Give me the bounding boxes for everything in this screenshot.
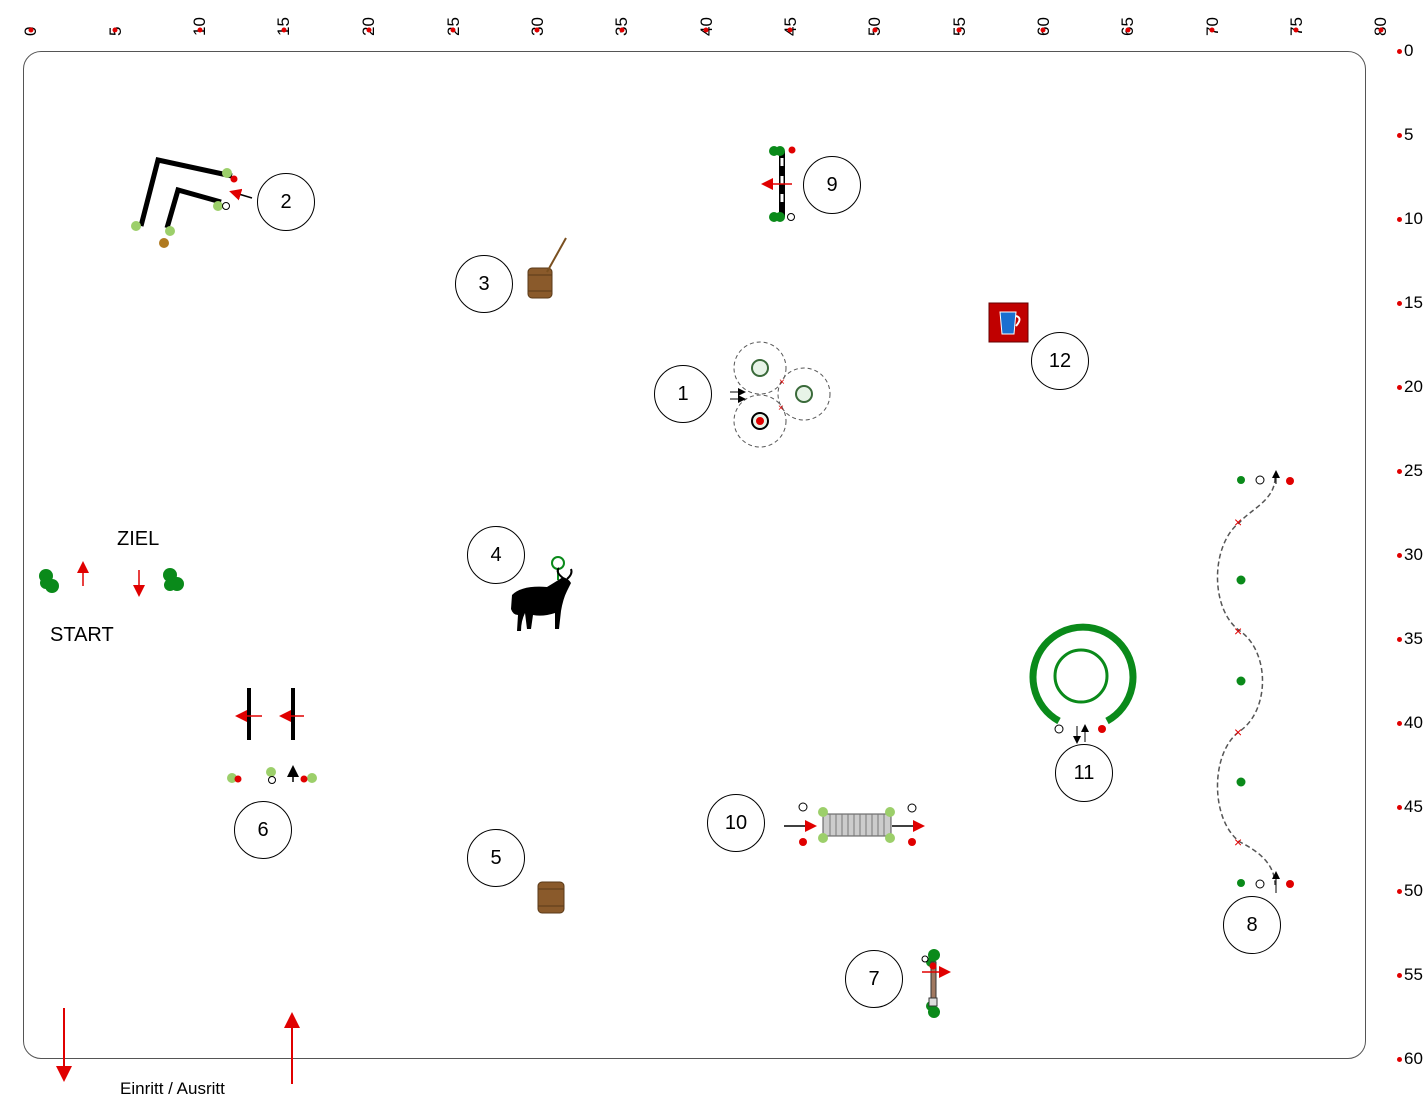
obstacle-number-7: 7 bbox=[845, 950, 903, 1008]
obstacle-number-3: 3 bbox=[455, 255, 513, 313]
arena-boundary bbox=[23, 51, 1366, 1059]
y-tick: 60 bbox=[1397, 1049, 1423, 1069]
obstacle-number-5: 5 bbox=[467, 829, 525, 887]
obstacle-8-slalom: × × × × bbox=[1216, 470, 1294, 893]
y-tick: 40 bbox=[1397, 713, 1423, 733]
y-tick: 25 bbox=[1397, 461, 1423, 481]
obstacle-1-clover: × × bbox=[730, 341, 831, 448]
svg-text:×: × bbox=[1234, 514, 1242, 530]
y-tick: 20 bbox=[1397, 377, 1423, 397]
svg-text:×: × bbox=[778, 403, 784, 414]
obstacle-9-gate bbox=[761, 146, 796, 222]
y-tick: 10 bbox=[1397, 209, 1423, 229]
y-tick: 15 bbox=[1397, 293, 1423, 313]
finish-label: ZIEL bbox=[117, 528, 160, 550]
y-tick: 50 bbox=[1397, 881, 1423, 901]
obstacle-7-gate bbox=[921, 949, 951, 1018]
entrance-label: Einritt / Ausritt bbox=[120, 1079, 225, 1098]
obstacle-3-barrel-pole bbox=[527, 237, 567, 299]
obstacle-number-6: 6 bbox=[234, 801, 292, 859]
obstacle-number-10: 10 bbox=[707, 794, 765, 852]
start-label: START bbox=[50, 624, 114, 646]
y-tick: 35 bbox=[1397, 629, 1423, 649]
obstacle-10-bridge bbox=[784, 802, 925, 846]
obstacle-5-barrel bbox=[537, 881, 565, 914]
svg-text:×: × bbox=[1234, 834, 1242, 850]
svg-text:×: × bbox=[1234, 724, 1242, 740]
obstacle-number-11: 11 bbox=[1055, 744, 1113, 802]
obstacle-number-1: 1 bbox=[654, 365, 712, 423]
y-tick: 0 bbox=[1397, 41, 1413, 61]
obstacle-number-12: 12 bbox=[1031, 332, 1089, 390]
y-tick: 5 bbox=[1397, 125, 1413, 145]
y-tick: 55 bbox=[1397, 965, 1423, 985]
obstacle-number-4: 4 bbox=[467, 526, 525, 584]
obstacle-number-8: 8 bbox=[1223, 896, 1281, 954]
obstacle-number-9: 9 bbox=[803, 156, 861, 214]
obstacle-6-rails bbox=[227, 688, 317, 784]
obstacle-4-bull bbox=[511, 556, 573, 631]
svg-text:×: × bbox=[779, 377, 785, 388]
svg-text:×: × bbox=[1234, 623, 1242, 639]
y-tick: 45 bbox=[1397, 797, 1423, 817]
obstacle-2-rails bbox=[131, 157, 253, 248]
entrance-arrows bbox=[56, 1008, 300, 1084]
start-finish-line bbox=[39, 561, 184, 597]
obstacle-number-2: 2 bbox=[257, 173, 315, 231]
y-tick: 30 bbox=[1397, 545, 1423, 565]
obstacle-12-jug bbox=[988, 302, 1029, 343]
obstacle-11-circle bbox=[1029, 623, 1137, 744]
